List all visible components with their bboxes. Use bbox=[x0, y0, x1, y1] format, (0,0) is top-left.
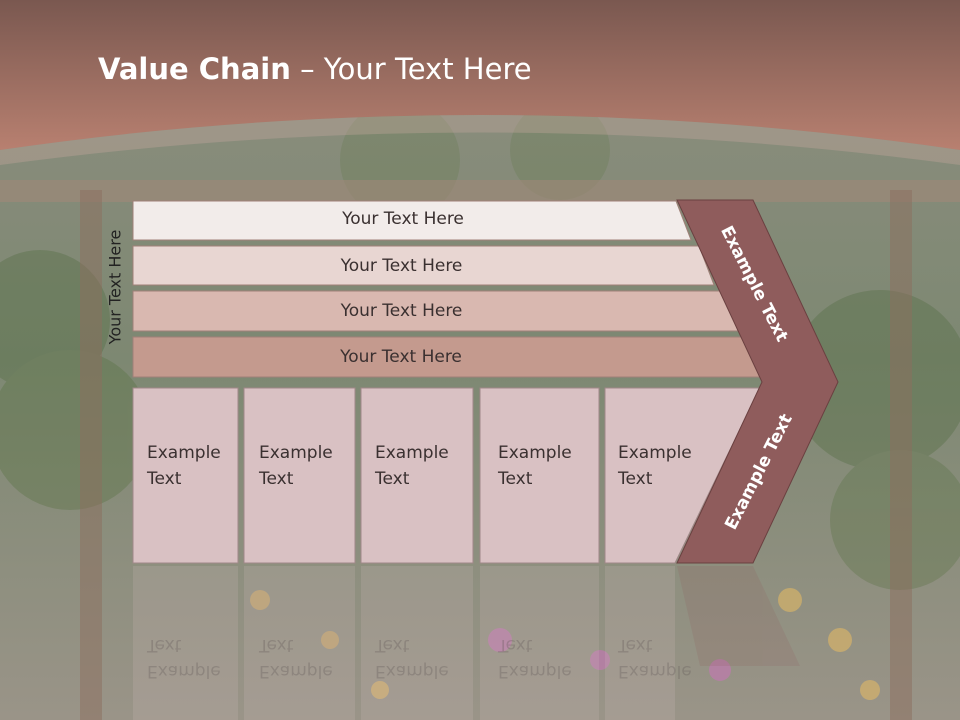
column-5-shape bbox=[604, 387, 761, 564]
bar-4: Your Text Here bbox=[340, 347, 462, 367]
column-2-reflection: Example Text bbox=[259, 635, 333, 681]
bar-3: Your Text Here bbox=[340, 301, 463, 321]
column-3-text: Example Text bbox=[375, 443, 449, 489]
column-2-shape bbox=[243, 387, 356, 564]
column-3-shape bbox=[360, 387, 474, 564]
bar-1-shape bbox=[132, 200, 692, 241]
column-5-reflection: Example Text bbox=[618, 635, 692, 681]
column-1-reflection: Example Text bbox=[147, 635, 221, 681]
column-4-shape bbox=[479, 387, 600, 564]
column-4-reflection: Example Text bbox=[498, 635, 572, 681]
bar-2: Your Text Here bbox=[340, 256, 463, 276]
bar-1: Your Text Here bbox=[342, 209, 464, 229]
column-1-shape bbox=[132, 387, 239, 564]
column-4-text: Example Text bbox=[498, 443, 572, 489]
slide-title: Value Chain – Your Text Here bbox=[98, 52, 532, 86]
chevron-shape bbox=[676, 199, 839, 564]
column-1-text: Example Text bbox=[147, 443, 221, 489]
bar-2-shape bbox=[132, 245, 715, 286]
column-2-text: Example Text bbox=[259, 443, 333, 489]
column-3-reflection: Example Text bbox=[375, 635, 449, 681]
column-5-text: Example Text bbox=[618, 443, 692, 489]
